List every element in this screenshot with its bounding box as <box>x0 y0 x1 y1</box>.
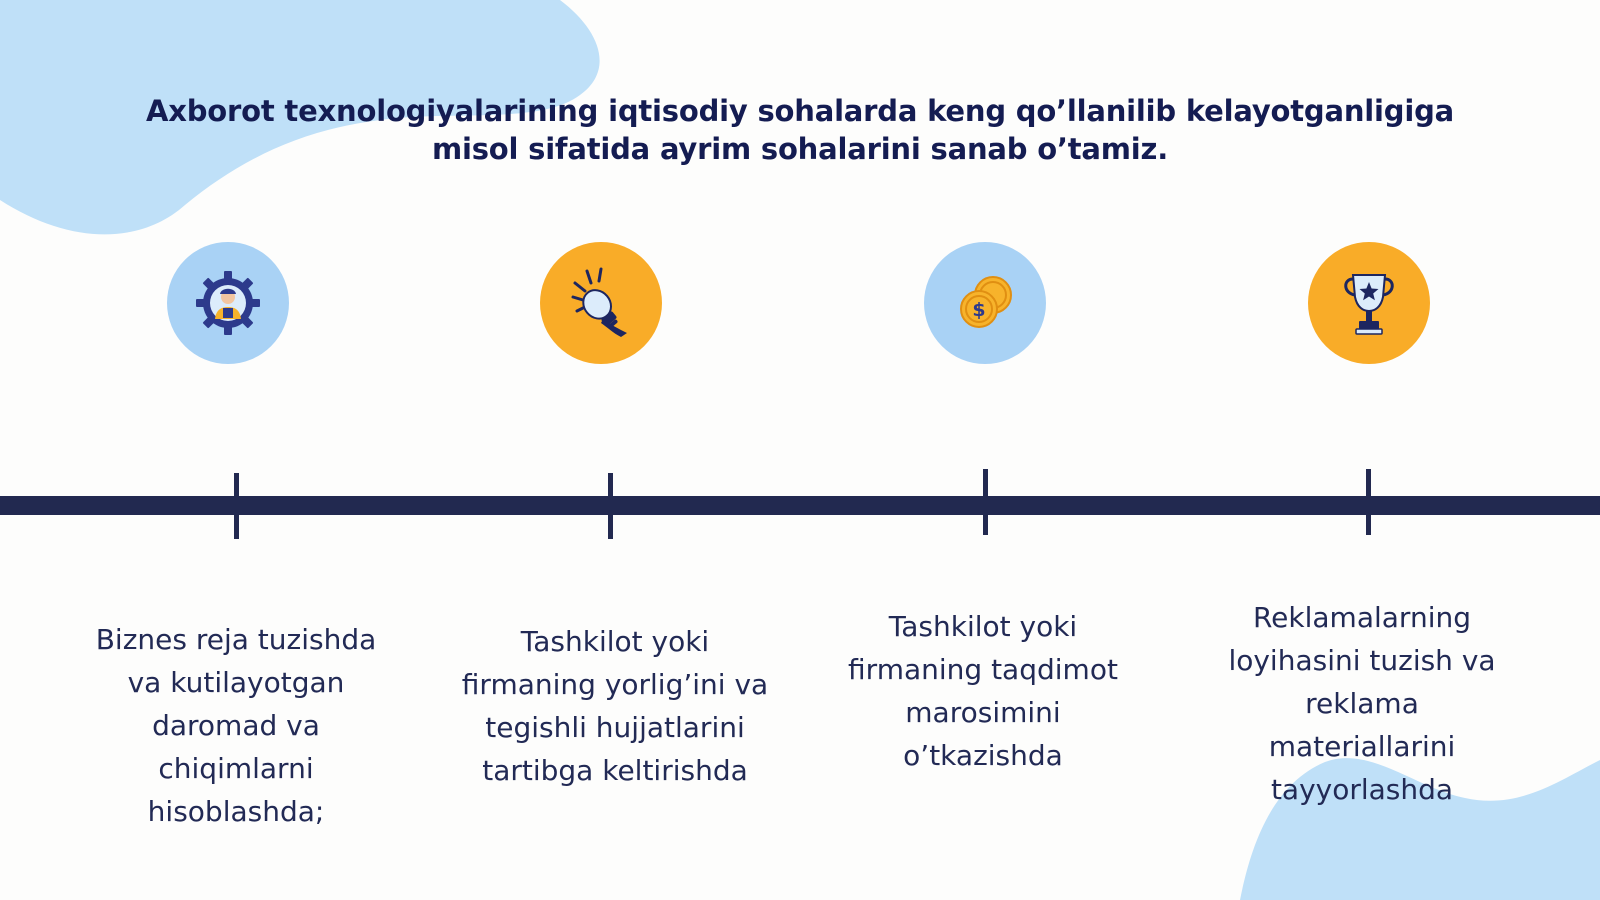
step-4-line-5: tayyorlashda <box>1270 773 1454 806</box>
step-2-line-2: firmaning yorlig’ini va <box>461 668 769 701</box>
timeline-bar <box>0 496 1600 515</box>
light-bulb-icon <box>571 267 627 337</box>
step-3-line-1: Tashkilot yoki <box>888 610 1078 643</box>
svg-text:$: $ <box>972 299 985 321</box>
background-blob-bottom <box>1240 758 1600 900</box>
page-title: Axborot texnologiyalarining iqtisodiy so… <box>100 92 1500 168</box>
step-3-description: Tashkilot yoki firmaning taqdimot marosi… <box>828 605 1138 777</box>
step-1-description: Biznes reja tuzishda va kutilayotgan dar… <box>81 618 391 833</box>
timeline-tick-4 <box>1366 469 1371 535</box>
step-3-icon-circle: $ <box>924 242 1046 364</box>
step-1-line-1: Biznes reja tuzishda <box>95 623 377 656</box>
step-1-line-3: daromad va <box>152 709 320 742</box>
step-2-icon-circle <box>540 242 662 364</box>
step-1-line-5: hisoblashda; <box>147 795 325 828</box>
trophy-icon <box>1344 274 1394 335</box>
step-2-description: Tashkilot yoki firmaning yorlig’ini va t… <box>460 620 770 792</box>
step-4-line-1: Reklamalarning <box>1252 601 1471 634</box>
step-4-line-3: reklama <box>1305 687 1419 720</box>
step-1-icon-circle <box>167 242 289 364</box>
background-blob-top <box>0 0 600 235</box>
step-3-line-4: o’tkazishda <box>903 739 1063 772</box>
step-1-line-4: chiqimlarni <box>158 752 314 785</box>
step-2-line-4: tartibga keltirishda <box>482 754 748 787</box>
step-4-line-2: loyihasini tuzish va <box>1228 644 1496 677</box>
step-3-line-2: firmaning taqdimot <box>848 653 1118 686</box>
title-line-1: Axborot texnologiyalarining iqtisodiy so… <box>145 94 1455 128</box>
timeline-tick-1 <box>234 473 239 539</box>
worker-gear-icon <box>196 271 260 335</box>
coins-icon: $ <box>960 276 1012 328</box>
step-4-description: Reklamalarning loyihasini tuzish va rekl… <box>1207 596 1517 811</box>
title-line-2: misol sifatida ayrim sohalarini sanab o’… <box>431 132 1169 166</box>
step-4-icon-circle <box>1308 242 1430 364</box>
step-2-line-3: tegishli hujjatlarini <box>485 711 745 744</box>
timeline-tick-2 <box>608 473 613 539</box>
step-2-line-1: Tashkilot yoki <box>520 625 710 658</box>
timeline-tick-3 <box>983 469 988 535</box>
step-1-line-2: va kutilayotgan <box>127 666 345 699</box>
step-4-line-4: materiallarini <box>1268 730 1456 763</box>
step-3-line-3: marosimini <box>905 696 1061 729</box>
